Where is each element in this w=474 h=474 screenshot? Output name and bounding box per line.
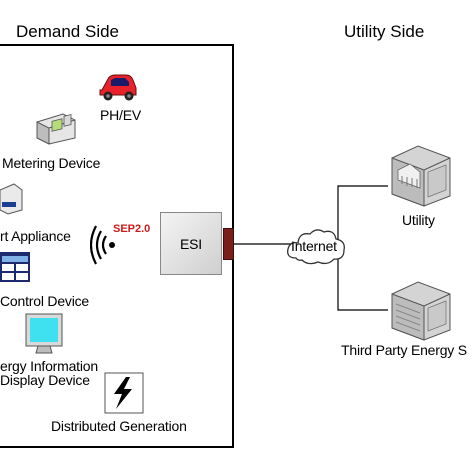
server-icon <box>391 145 451 207</box>
utility-label: Utility <box>402 212 435 228</box>
esi-label: ESI <box>180 236 202 252</box>
lightning-icon <box>104 372 144 414</box>
control-panel-icon <box>0 252 30 282</box>
server-icon <box>391 281 451 341</box>
internet-label: Internet <box>291 238 337 254</box>
cloud-icon <box>287 229 345 265</box>
sep-protocol-label: SEP2.0 <box>113 223 151 235</box>
esi-connector <box>223 228 234 260</box>
internet-utility-link <box>337 185 388 244</box>
generation-label: Distributed Generation <box>51 418 187 434</box>
utility-side-title: Utility Side <box>344 22 425 41</box>
car-icon <box>99 74 137 101</box>
esi-box <box>160 212 222 275</box>
meter-icon <box>36 113 76 145</box>
wireless-icon <box>90 225 115 265</box>
monitor-icon <box>25 313 63 354</box>
energy-info-label-1: ergy Information <box>0 358 98 374</box>
internet-thirdparty-link <box>337 244 388 311</box>
appliance-icon <box>0 183 23 215</box>
energy-info-label-2: Display Device <box>0 372 90 388</box>
appliance-label: rt Appliance <box>0 228 71 244</box>
demand-side-title: Demand Side <box>16 22 120 41</box>
control-label: Control Device <box>0 293 90 309</box>
third-party-label: Third Party Energy S <box>341 342 467 358</box>
phev-label: PH/EV <box>100 107 142 123</box>
metering-label: Metering Device <box>2 155 101 171</box>
